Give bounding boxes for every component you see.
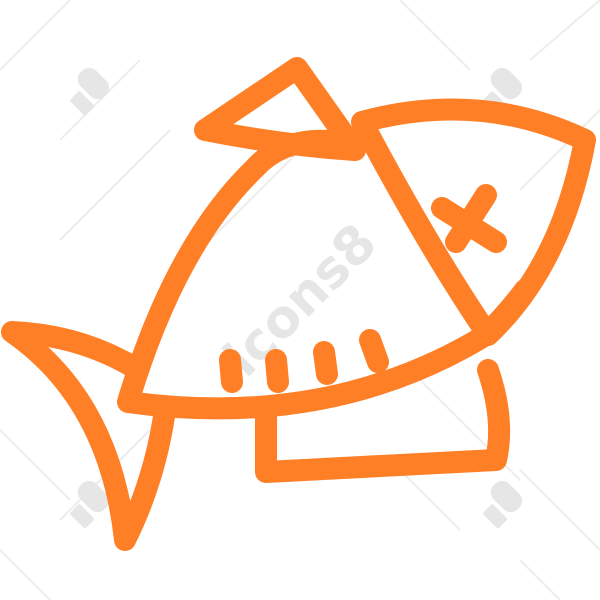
watermark-logo-bottom-right bbox=[483, 480, 523, 529]
fish-tail bbox=[1, 321, 176, 551]
body-mark-2 bbox=[265, 349, 289, 393]
body-mark-1 bbox=[219, 349, 243, 393]
body-mark-3 bbox=[313, 341, 338, 385]
eye-x-stroke-2 bbox=[445, 184, 497, 253]
belly-fin bbox=[255, 359, 511, 483]
fish-head bbox=[351, 98, 596, 346]
body-mark-4 bbox=[359, 329, 389, 373]
watermark-logo-top-left bbox=[70, 67, 110, 116]
watermark-logo-bottom-left bbox=[70, 480, 110, 529]
